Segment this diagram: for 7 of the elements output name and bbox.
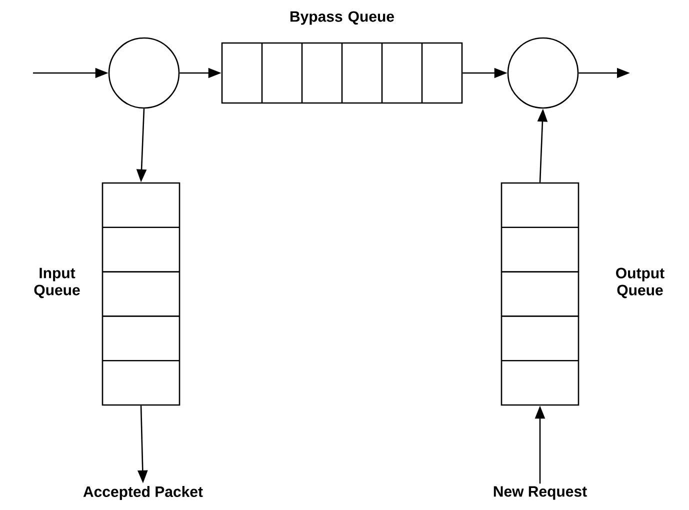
circle-symbol — [507, 37, 579, 109]
queue-label: Bypass Queue — [290, 11, 394, 25]
circle-symbol — [108, 37, 180, 109]
text-label: Accepted Packet — [83, 486, 203, 500]
queue-label: Output Queue — [616, 268, 664, 298]
queue-label: Input Queue — [34, 268, 80, 298]
text-label: New Request — [494, 486, 587, 500]
